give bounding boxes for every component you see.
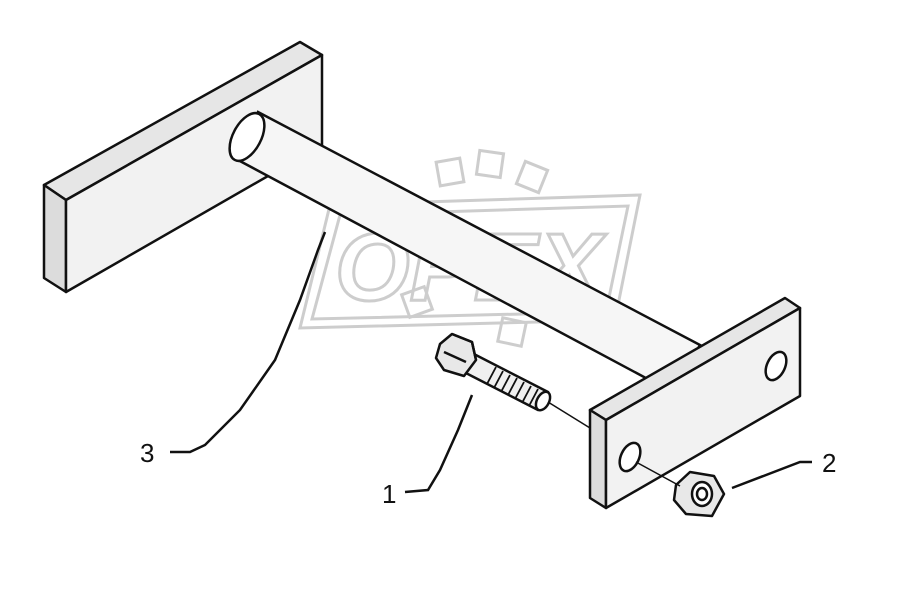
bolt [434, 332, 552, 412]
plate-hole-upper [764, 350, 788, 382]
callout-2: 2 [822, 448, 836, 478]
assembly-lines [547, 401, 681, 487]
right-plate [588, 296, 802, 510]
tube [228, 110, 702, 394]
callout-1: 1 [382, 479, 396, 509]
callout-3: 3 [140, 438, 154, 468]
nut [672, 470, 726, 518]
plate-hole-lower [618, 441, 642, 473]
leader-lines [170, 231, 812, 494]
